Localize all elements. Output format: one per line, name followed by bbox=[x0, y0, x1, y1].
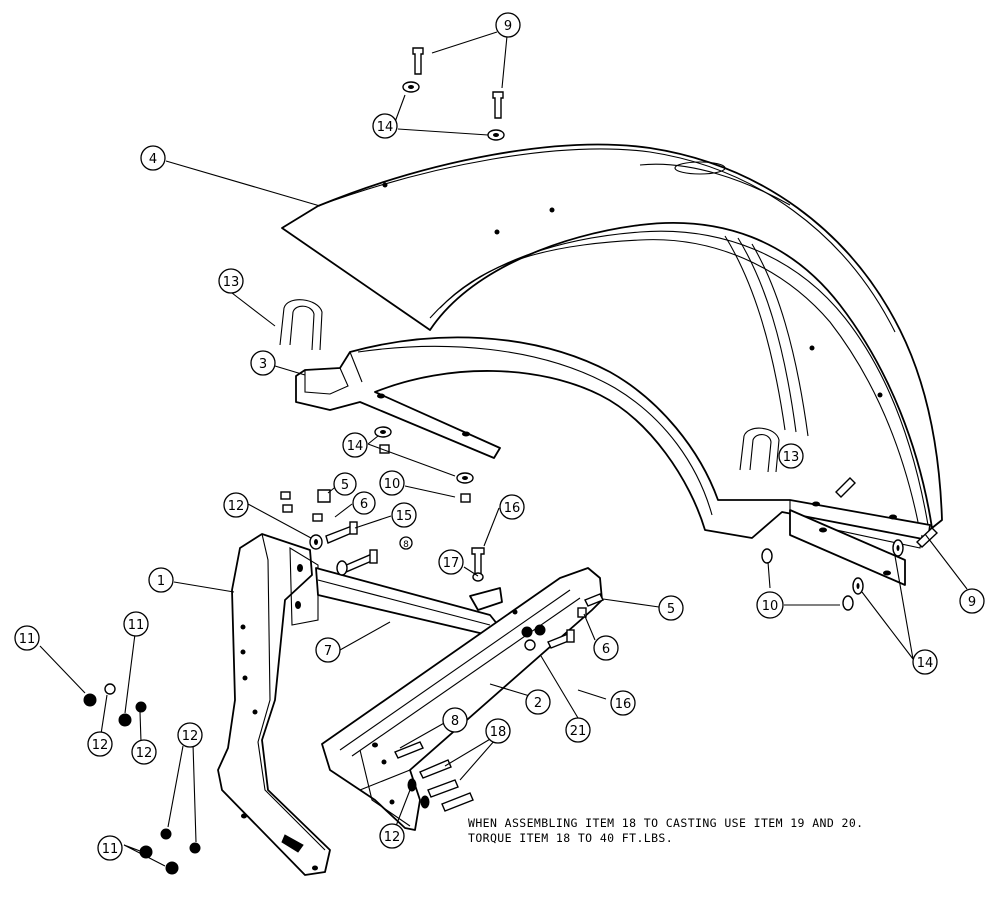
svg-text:5: 5 bbox=[341, 478, 349, 493]
svg-text:8: 8 bbox=[403, 540, 409, 550]
svg-text:9: 9 bbox=[968, 595, 976, 610]
svg-text:10: 10 bbox=[384, 477, 401, 492]
callout-11-mid: 11 bbox=[123, 611, 149, 637]
fender-bracket-part-3 bbox=[295, 336, 931, 586]
svg-text:14: 14 bbox=[347, 439, 364, 454]
svg-text:15: 15 bbox=[396, 509, 413, 524]
callout-10-mid: 10 bbox=[379, 470, 405, 496]
svg-text:12: 12 bbox=[384, 830, 401, 845]
svg-text:6: 6 bbox=[360, 497, 368, 512]
callout-2: 2 bbox=[525, 689, 551, 715]
svg-text:9: 9 bbox=[504, 19, 512, 34]
callout-14-top: 14 bbox=[372, 113, 398, 139]
svg-text:12: 12 bbox=[136, 746, 153, 761]
svg-text:3: 3 bbox=[259, 357, 267, 372]
svg-text:7: 7 bbox=[324, 644, 332, 659]
svg-text:11: 11 bbox=[102, 842, 119, 857]
svg-text:6: 6 bbox=[602, 642, 610, 657]
callout-8: 8 bbox=[442, 707, 468, 733]
callout-7: 7 bbox=[315, 637, 341, 663]
svg-text:2: 2 bbox=[534, 696, 542, 711]
callout-6-left: 6 bbox=[352, 491, 376, 515]
callout-8-small: 8 bbox=[399, 536, 413, 550]
svg-text:18: 18 bbox=[490, 725, 507, 740]
hardware-fasteners bbox=[83, 47, 939, 875]
assembly-note: WHEN ASSEMBLING ITEM 18 TO CASTING USE I… bbox=[468, 816, 863, 846]
callout-1: 1 bbox=[148, 567, 174, 593]
callout-6-right: 6 bbox=[593, 635, 619, 661]
callout-14-mid: 14 bbox=[342, 432, 368, 458]
callout-11-bottom: 11 bbox=[97, 835, 123, 861]
svg-text:4: 4 bbox=[149, 152, 157, 167]
callout-14-right: 14 bbox=[912, 649, 938, 675]
callout-13-right: 13 bbox=[778, 443, 804, 469]
callout-11-left: 11 bbox=[14, 625, 40, 651]
svg-text:12: 12 bbox=[92, 738, 109, 753]
callout-21: 21 bbox=[565, 717, 591, 743]
callout-10-right: 10 bbox=[756, 591, 784, 619]
brace-part-7 bbox=[315, 567, 503, 641]
callout-15: 15 bbox=[391, 502, 417, 528]
callout-13-left: 13 bbox=[218, 268, 244, 294]
svg-text:10: 10 bbox=[762, 599, 779, 614]
callout-3: 3 bbox=[250, 350, 276, 376]
svg-text:13: 13 bbox=[783, 450, 800, 465]
svg-text:11: 11 bbox=[19, 632, 36, 647]
svg-text:8: 8 bbox=[451, 714, 459, 729]
callout-12-bottom-left: 12 bbox=[177, 722, 203, 748]
svg-text:13: 13 bbox=[223, 275, 240, 290]
u-bolt-part-13 bbox=[279, 299, 780, 473]
callout-9-right: 9 bbox=[959, 588, 985, 614]
svg-text:16: 16 bbox=[615, 697, 632, 712]
assembly-note-line-1: WHEN ASSEMBLING ITEM 18 TO CASTING USE I… bbox=[468, 816, 864, 830]
svg-text:12: 12 bbox=[182, 729, 199, 744]
svg-text:5: 5 bbox=[667, 602, 675, 617]
callout-5-right: 5 bbox=[658, 595, 684, 621]
fender-part-4 bbox=[281, 143, 943, 529]
callout-17: 17 bbox=[438, 549, 464, 575]
callout-12-mid: 12 bbox=[131, 739, 157, 765]
svg-text:14: 14 bbox=[917, 656, 934, 671]
callout-16-top: 16 bbox=[499, 494, 525, 520]
callout-12-bottom: 12 bbox=[379, 823, 405, 849]
callout-18: 18 bbox=[485, 718, 511, 744]
svg-text:21: 21 bbox=[570, 724, 587, 739]
svg-text:14: 14 bbox=[377, 120, 394, 135]
callout-5-left: 5 bbox=[333, 472, 357, 496]
callout-4: 4 bbox=[140, 145, 166, 171]
assembly-note-line-2: TORQUE ITEM 18 TO 40 FT.LBS. bbox=[468, 831, 674, 845]
svg-text:16: 16 bbox=[504, 501, 521, 516]
callout-12-left: 12 bbox=[87, 731, 113, 757]
svg-text:12: 12 bbox=[228, 499, 245, 514]
callout-16-right: 16 bbox=[610, 690, 636, 716]
callout-balloons: 9 14 4 13 3 14 10 5 6 12 15 16 8 17 1 7 … bbox=[14, 12, 985, 861]
svg-text:1: 1 bbox=[157, 574, 165, 589]
callout-12-top: 12 bbox=[223, 492, 249, 518]
svg-text:17: 17 bbox=[443, 556, 460, 571]
svg-text:11: 11 bbox=[128, 618, 145, 633]
callout-9-top: 9 bbox=[495, 12, 521, 38]
mount-casting-part-1 bbox=[217, 533, 331, 876]
